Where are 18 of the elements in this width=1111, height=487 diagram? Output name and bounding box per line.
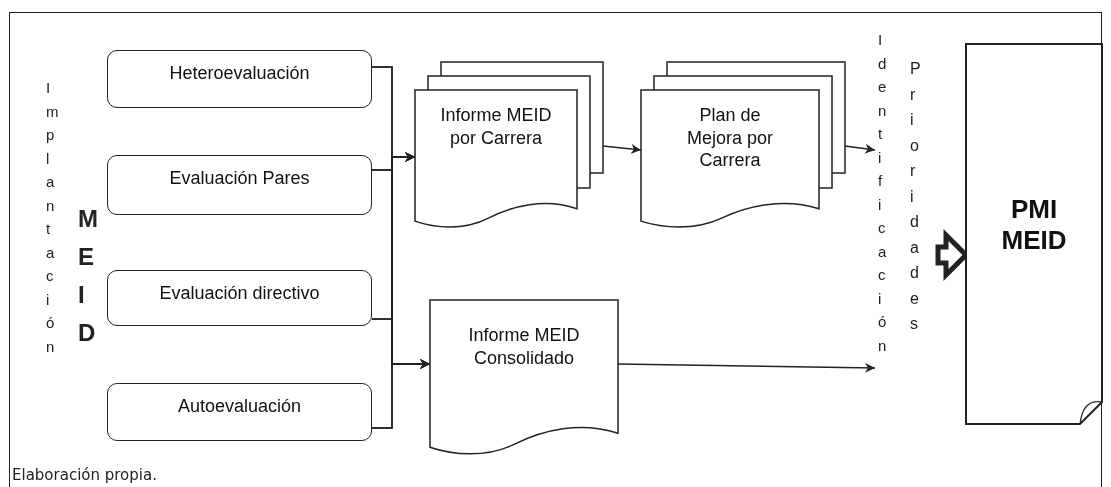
vertical-label: MEID <box>78 204 102 348</box>
caption: Elaboración propia. <box>12 466 157 484</box>
document-label: Informe MEID Consolidado <box>467 324 581 369</box>
box-label: Evaluación Pares <box>169 168 310 190</box>
vertical-label: Prioridades <box>910 56 926 346</box>
process-box <box>107 270 372 326</box>
vertical-label: Implantación <box>46 78 61 357</box>
document-label: Informe MEID por Carrera <box>440 104 552 149</box>
vertical-label: Identificación <box>878 28 893 390</box>
process-box <box>107 155 372 215</box>
box-label: Heteroevaluación <box>169 63 310 85</box>
process-box <box>107 383 372 441</box>
document-label: Plan de Mejora por Carrera <box>685 104 774 172</box>
document-title: PMI MEID <box>1000 194 1068 257</box>
process-box <box>107 50 372 108</box>
box-label: Autoevaluación <box>177 396 302 418</box>
arrow <box>371 359 431 429</box>
box-label: Evaluación directivo <box>159 283 320 305</box>
